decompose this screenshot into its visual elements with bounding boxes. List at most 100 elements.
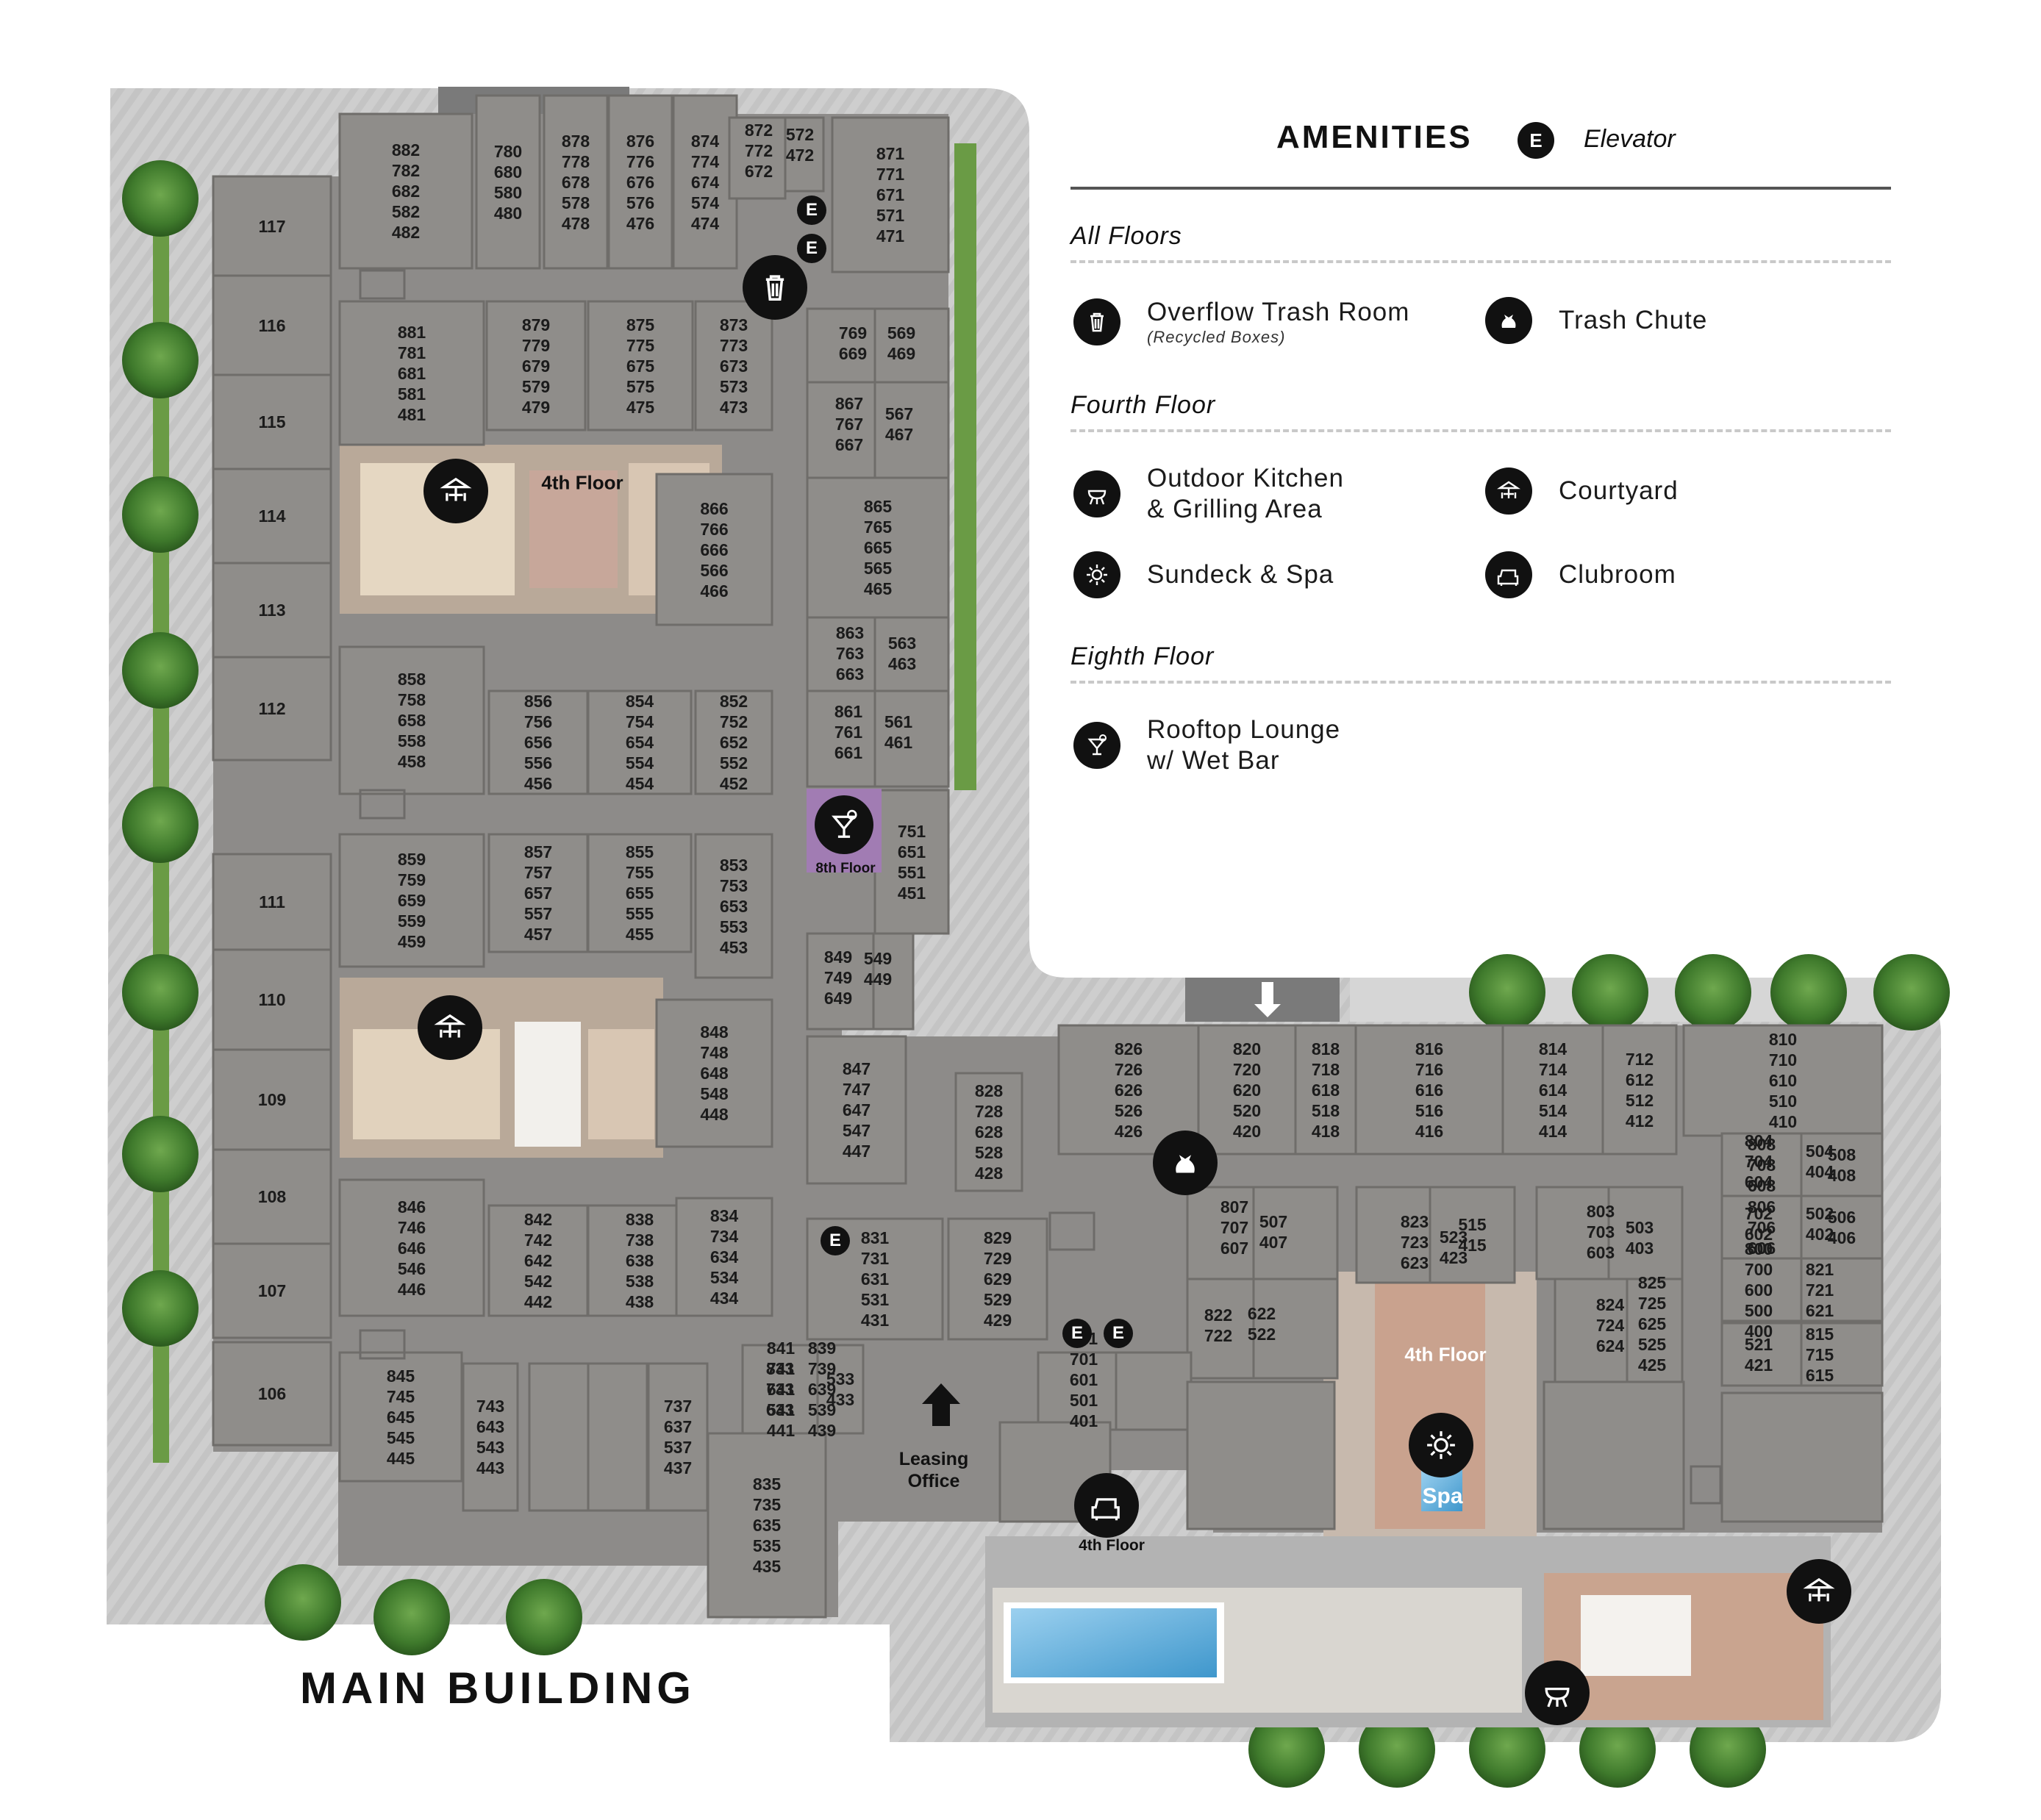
- unit-block[interactable]: [694, 689, 773, 795]
- trash-chute-pin[interactable]: [1153, 1131, 1218, 1195]
- unit-block[interactable]: [587, 689, 693, 795]
- unit-number-label: 504 404: [1805, 1142, 1834, 1181]
- courtyard-south-pin[interactable]: [418, 995, 482, 1060]
- unit-block[interactable]: [212, 656, 332, 762]
- unit-block[interactable]: [1601, 1024, 1678, 1156]
- unit-block[interactable]: [1252, 1186, 1339, 1280]
- unit-block[interactable]: [672, 94, 738, 270]
- unit-number-label: 865 765 665 565 465: [863, 497, 893, 598]
- unit-block[interactable]: [528, 1362, 590, 1512]
- unit-block[interactable]: [647, 1362, 709, 1512]
- unit-block[interactable]: [1800, 1194, 1884, 1260]
- unit-block[interactable]: [1355, 1186, 1431, 1284]
- unit-block[interactable]: [487, 1204, 589, 1317]
- unit-block[interactable]: [1252, 1278, 1339, 1380]
- unit-block[interactable]: [487, 689, 589, 795]
- elevator-marker[interactable]: E: [797, 234, 826, 263]
- unit-block[interactable]: [1115, 1351, 1193, 1431]
- unit-block[interactable]: [1354, 1024, 1504, 1156]
- legend-divider: [1070, 187, 1891, 190]
- unit-block[interactable]: [462, 1362, 519, 1512]
- unit-block[interactable]: [338, 1178, 485, 1317]
- unit-block[interactable]: [338, 300, 485, 446]
- unit-block[interactable]: [806, 381, 876, 479]
- outdoor-kitchen-pin[interactable]: [1525, 1660, 1590, 1725]
- unit-block[interactable]: [954, 1072, 1023, 1192]
- unit-block[interactable]: [1720, 1132, 1803, 1197]
- unit-block[interactable]: [1800, 1132, 1884, 1197]
- unit-block[interactable]: [587, 1362, 648, 1512]
- elevator-marker[interactable]: E: [1062, 1319, 1092, 1348]
- unit-block[interactable]: [1197, 1024, 1297, 1156]
- rooftop-lounge-pin[interactable]: [815, 795, 873, 854]
- unit-block[interactable]: [707, 1432, 827, 1619]
- unit-block[interactable]: [338, 112, 473, 270]
- unit-block[interactable]: [212, 274, 332, 376]
- unit-block[interactable]: [1186, 1380, 1336, 1530]
- unit-block[interactable]: [212, 373, 332, 470]
- unit-block[interactable]: [947, 1217, 1048, 1341]
- unit-block[interactable]: [338, 645, 485, 795]
- unit-block[interactable]: [655, 998, 773, 1148]
- unit-block[interactable]: [806, 476, 950, 619]
- unit-block[interactable]: [816, 1344, 865, 1435]
- unit-block[interactable]: [873, 381, 950, 479]
- unit-block[interactable]: [475, 94, 541, 270]
- unit-block[interactable]: [873, 307, 950, 385]
- unit-block[interactable]: [873, 616, 950, 692]
- unit-block[interactable]: [728, 116, 787, 200]
- unit-block[interactable]: [1429, 1186, 1516, 1284]
- unit-block[interactable]: [694, 300, 773, 431]
- unit-block[interactable]: [485, 300, 587, 431]
- unit-block[interactable]: [587, 1204, 693, 1317]
- unit-block[interactable]: [1682, 1024, 1884, 1137]
- unit-number-label: 861 761 661: [834, 702, 863, 762]
- unit-block[interactable]: [1720, 1391, 1884, 1523]
- unit-number-label: 808 708 608: [1747, 1134, 1776, 1195]
- unit-block[interactable]: [1186, 1186, 1255, 1280]
- unit-block[interactable]: [806, 932, 875, 1031]
- clubroom-pin[interactable]: [1074, 1473, 1139, 1538]
- unit-block[interactable]: [587, 300, 694, 431]
- courtyard-umbrella-icon: [1485, 467, 1532, 515]
- courtyard-north-pin[interactable]: [423, 459, 488, 523]
- unit-block[interactable]: [212, 467, 332, 565]
- courtyard-east-pin[interactable]: [1787, 1559, 1851, 1624]
- unit-block[interactable]: [212, 1341, 332, 1447]
- unit-block[interactable]: [1720, 1194, 1803, 1260]
- unit-block[interactable]: [1554, 1278, 1629, 1394]
- overflow-trash-room-pin[interactable]: [743, 255, 807, 320]
- unit-block[interactable]: [607, 94, 673, 270]
- unit-block[interactable]: [543, 94, 609, 270]
- unit-block[interactable]: [212, 175, 332, 277]
- unit-block[interactable]: [487, 833, 589, 953]
- elevator-marker[interactable]: E: [797, 196, 826, 225]
- unit-block[interactable]: [212, 1242, 332, 1339]
- unit-block[interactable]: [1800, 1322, 1884, 1387]
- elevator-marker[interactable]: E: [1104, 1319, 1133, 1348]
- unit-block[interactable]: [212, 948, 332, 1051]
- unit-block[interactable]: [784, 116, 825, 193]
- unit-block[interactable]: [338, 1351, 463, 1483]
- unit-block[interactable]: [831, 116, 950, 273]
- unit-block[interactable]: [1720, 1322, 1803, 1387]
- unit-block[interactable]: [806, 689, 876, 788]
- unit-number-label: 106: [257, 1384, 287, 1403]
- unit-block[interactable]: [872, 932, 915, 1031]
- unit-block[interactable]: [873, 689, 950, 788]
- unit-block[interactable]: [1543, 1380, 1685, 1530]
- unit-block[interactable]: [675, 1197, 773, 1317]
- unit-block[interactable]: [806, 616, 876, 692]
- unit-block[interactable]: [655, 473, 773, 626]
- unit-block[interactable]: [587, 833, 693, 953]
- unit-block[interactable]: [212, 1148, 332, 1245]
- unit-block[interactable]: [1535, 1186, 1610, 1280]
- unit-block[interactable]: [338, 833, 485, 968]
- unit-block[interactable]: [806, 1035, 907, 1185]
- unit-block[interactable]: [1800, 1257, 1884, 1322]
- sundeck-spa-pin[interactable]: [1409, 1413, 1473, 1477]
- unit-block[interactable]: [1186, 1278, 1255, 1380]
- unit-block[interactable]: [1294, 1024, 1357, 1156]
- unit-block[interactable]: [694, 833, 773, 979]
- elevator-marker[interactable]: E: [821, 1226, 850, 1255]
